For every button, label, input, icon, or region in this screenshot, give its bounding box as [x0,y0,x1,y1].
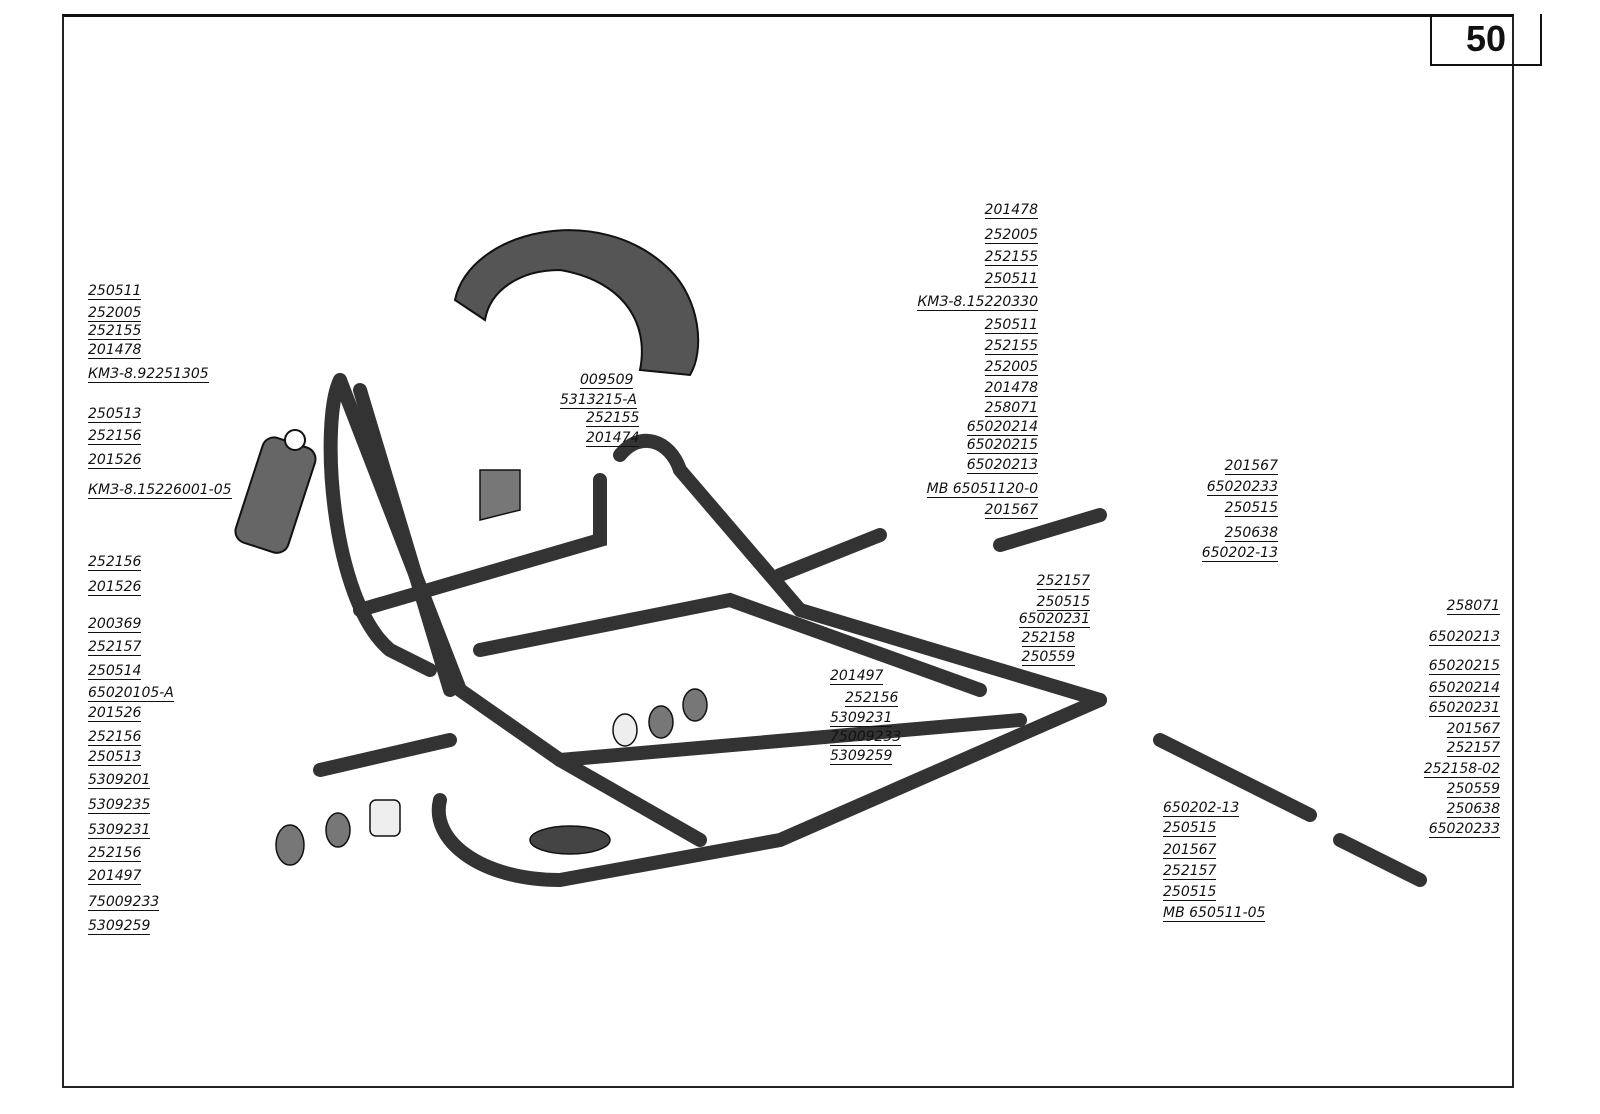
part-label: 200369 [88,616,142,633]
shock-absorber [234,429,317,554]
part-label: 250511 [984,317,1038,334]
part-label: 201478 [984,380,1038,397]
part-label: 252005 [88,305,142,322]
part-label: 65020213 [1428,629,1500,646]
part-label: КМЗ-8.15226001-05 [88,482,232,499]
small-parts [275,469,708,866]
part-label: МВ 65051120-0 [926,481,1038,498]
part-label: 250513 [88,406,142,423]
part-label: 250514 [88,663,142,680]
part-label: 252156 [845,690,899,707]
part-label: 5313215-А [560,392,637,409]
part-label: 252156 [88,554,142,571]
part-label: 201478 [984,202,1038,219]
part-label: 65020233 [1206,479,1278,496]
part-label: 5309235 [88,797,151,814]
part-label: 252158-02 [1423,761,1500,778]
part-label: КМЗ-8.92251305 [88,366,209,383]
part-label: 252156 [88,845,142,862]
part-label: 75009233 [830,729,902,746]
part-label: 252155 [984,249,1038,266]
part-label: 252155 [984,338,1038,355]
part-label: 250638 [1224,525,1278,542]
part-label: 5309231 [830,710,893,727]
part-label: 201567 [1163,842,1217,859]
part-label: 5309201 [88,772,151,789]
part-label: 65020231 [1428,700,1500,717]
part-label: МВ 650511-05 [1163,905,1266,922]
part-label: 252156 [88,428,142,445]
bushing-2 [648,705,674,739]
part-label: 201567 [984,502,1038,519]
page-number: 50 [1430,14,1542,66]
sleeve-2 [612,713,638,747]
fender [453,229,700,377]
part-label: 250515 [1224,500,1278,517]
part-label: 258071 [984,400,1038,417]
part-label: 5309231 [88,822,151,839]
rubber-bushing [275,824,305,866]
part-label: 252157 [1036,573,1090,590]
part-label: 250515 [1163,884,1217,901]
part-label: 250513 [88,749,142,766]
step-pad [529,825,611,855]
part-label: 250638 [1446,801,1500,818]
part-label: 258071 [1446,598,1500,615]
part-label: 252155 [586,410,640,427]
part-label: 250559 [1446,781,1500,798]
part-label: 250559 [1021,649,1075,666]
part-label: 201567 [1446,721,1500,738]
part-label: 65020215 [966,437,1038,454]
sleeve [369,799,401,837]
drawing-frame [62,14,1514,1088]
part-label: 252155 [88,323,142,340]
part-label: 201526 [88,579,142,596]
part-label: 650202-13 [1163,800,1240,817]
part-label: 201497 [88,868,142,885]
part-label: 252158 [1021,630,1075,647]
part-label: 250511 [984,271,1038,288]
part-label: 65020105-А [88,685,174,702]
part-label: 65020215 [1428,658,1500,675]
part-label: КМЗ-8.15220330 [917,294,1038,311]
part-label: 65020214 [966,419,1038,436]
part-label: 201526 [88,452,142,469]
part-label: 250515 [1163,820,1217,837]
bushing [325,812,351,848]
part-label: 252156 [88,729,142,746]
part-label: 201478 [88,342,142,359]
part-label: 5309259 [88,918,151,935]
part-label: 252005 [984,359,1038,376]
part-label: 75009233 [88,894,160,911]
frame-tubes [313,373,1427,888]
part-label: 252157 [1163,863,1217,880]
part-label: 65020233 [1428,821,1500,838]
part-label: 201567 [1224,458,1278,475]
rubber-bushing-2 [682,688,708,722]
part-label: 009509 [580,372,634,389]
part-label: 65020214 [1428,680,1500,697]
part-label: 252005 [984,227,1038,244]
part-label: 250515 [1036,594,1090,611]
part-label: 201526 [88,705,142,722]
part-label: 252157 [1446,740,1500,757]
part-label: 252157 [88,639,142,656]
part-label: 250511 [88,283,142,300]
bracket [479,469,521,521]
part-label: 650202-13 [1201,545,1278,562]
part-label: 65020213 [966,457,1038,474]
part-label: 201474 [586,430,640,447]
part-label: 65020231 [1018,611,1090,628]
part-label: 201497 [830,668,884,685]
part-label: 5309259 [830,748,893,765]
